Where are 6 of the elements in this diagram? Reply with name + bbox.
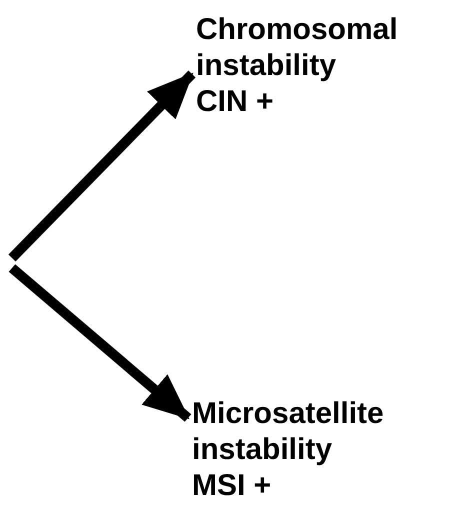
arrow — [8, 264, 192, 422]
node-text: Chromosomal instability — [196, 12, 399, 84]
node-text: MSI + — [192, 468, 272, 504]
node-text: CIN + — [196, 84, 274, 120]
node-text: Microsatellite instability — [192, 396, 385, 468]
arrow — [8, 70, 196, 262]
